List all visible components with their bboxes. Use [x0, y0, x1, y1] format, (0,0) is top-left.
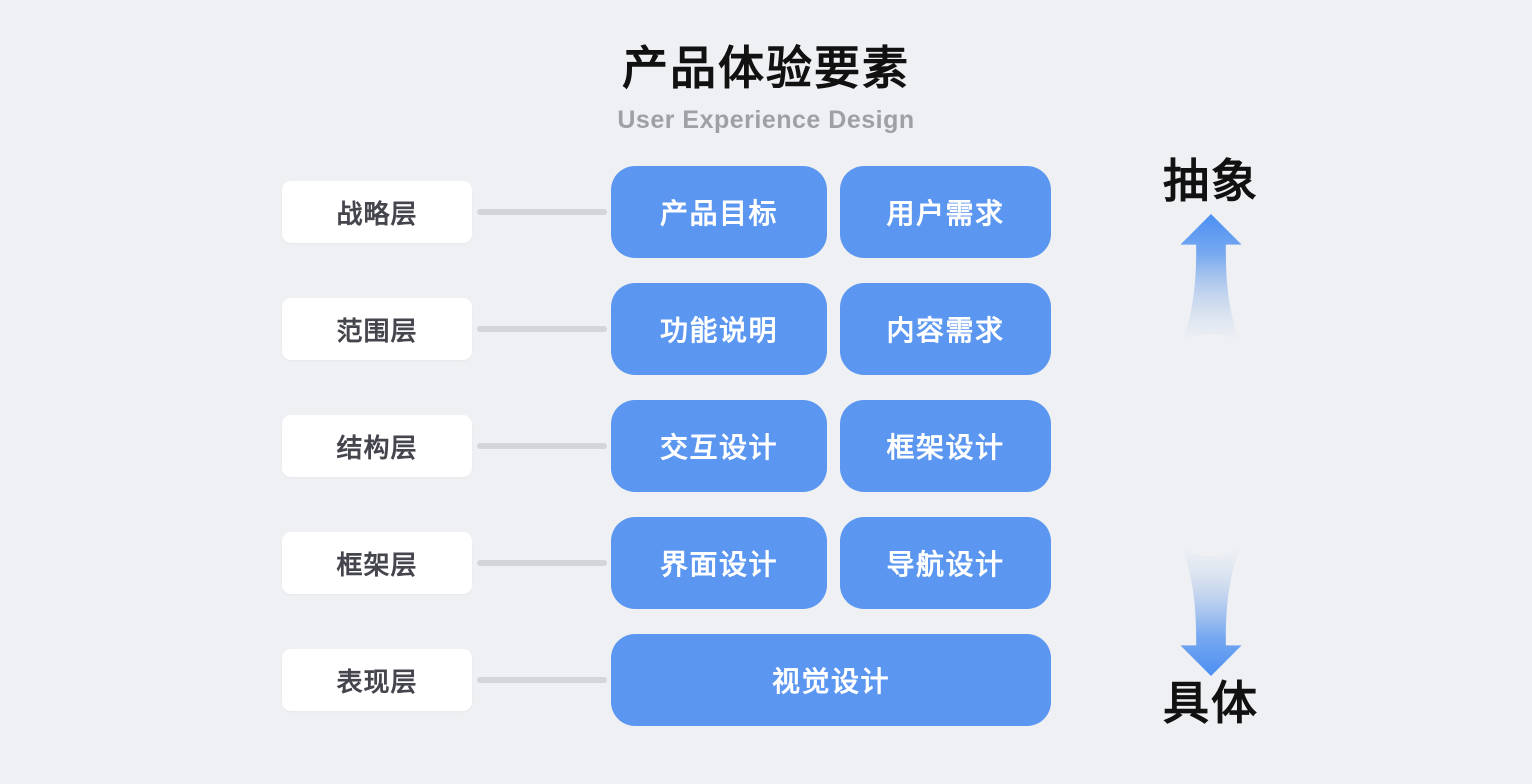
page-title: 产品体验要素 [622, 42, 910, 94]
element-box: 框架设计 [840, 400, 1051, 492]
element-label: 界面设计 [659, 549, 778, 580]
element-box: 用户需求 [840, 166, 1051, 258]
axis-abstract-label: 抽象 [1163, 155, 1259, 207]
layer-label-box: 范围层 [282, 298, 472, 360]
element-box: 功能说明 [611, 283, 827, 375]
layer-label: 结构层 [336, 432, 418, 463]
element-label: 导航设计 [886, 549, 1005, 580]
element-box: 产品目标 [611, 166, 827, 258]
element-label: 视觉设计 [771, 666, 890, 697]
layer-label: 范围层 [336, 315, 418, 346]
connector-line [477, 443, 607, 449]
element-box: 导航设计 [840, 517, 1051, 609]
element-label: 交互设计 [659, 432, 778, 463]
element-label: 功能说明 [659, 315, 778, 346]
layer-row-scope: 范围层 功能说明 内容需求 [0, 283, 1532, 375]
element-box: 内容需求 [840, 283, 1051, 375]
connector-line [477, 209, 607, 215]
connector-line [477, 326, 607, 332]
layer-label-box: 结构层 [282, 415, 472, 477]
element-label: 内容需求 [886, 315, 1005, 346]
layer-row-skeleton: 框架层 界面设计 导航设计 [0, 517, 1532, 609]
arrow-down-icon [1180, 545, 1242, 676]
element-label: 框架设计 [886, 432, 1005, 463]
connector-line [477, 560, 607, 566]
layer-label: 战略层 [336, 198, 418, 229]
element-box: 界面设计 [611, 517, 827, 609]
element-label: 产品目标 [659, 198, 778, 229]
layer-row-surface: 表现层 视觉设计 [0, 634, 1532, 726]
layer-label: 框架层 [336, 549, 418, 580]
diagram-header: 产品体验要素 User Experience Design [0, 32, 1532, 135]
axis-concrete-label: 具体 [1163, 677, 1259, 729]
layer-row-structure: 结构层 交互设计 框架设计 [0, 400, 1532, 492]
element-label: 用户需求 [886, 198, 1005, 229]
layer-label: 表现层 [336, 666, 418, 697]
layer-row-strategy: 战略层 产品目标 用户需求 [0, 166, 1532, 258]
connector-line [477, 677, 607, 683]
element-box: 视觉设计 [611, 634, 1051, 726]
element-box: 交互设计 [611, 400, 827, 492]
layer-label-box: 战略层 [282, 181, 472, 243]
layer-label-box: 框架层 [282, 532, 472, 594]
layer-label-box: 表现层 [282, 649, 472, 711]
arrow-up-icon [1180, 214, 1242, 345]
page-subtitle: User Experience Design [617, 106, 915, 134]
